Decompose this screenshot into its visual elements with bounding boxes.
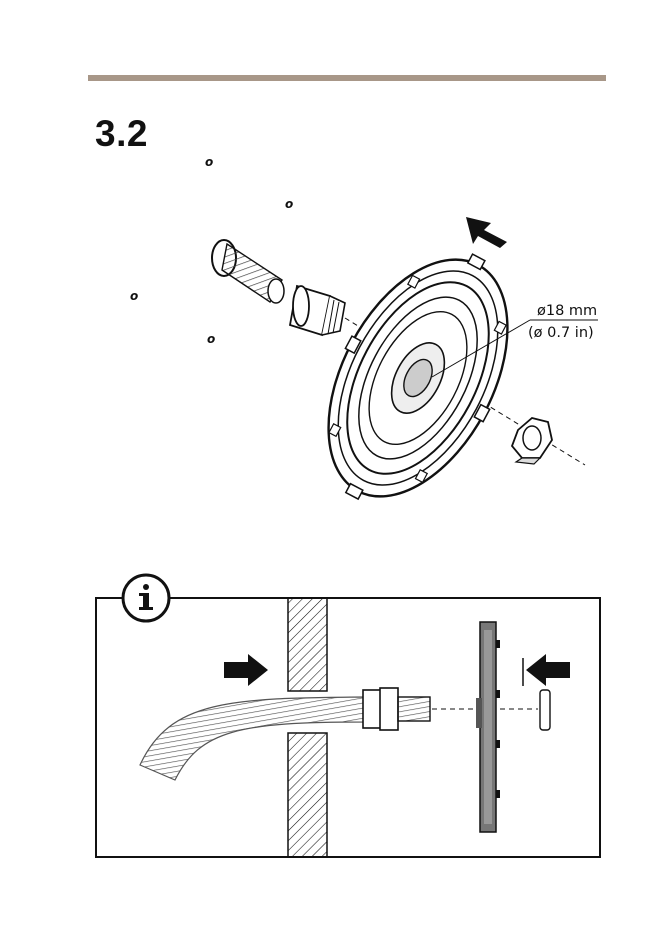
mount-plate bbox=[286, 222, 550, 534]
mount-plate-side bbox=[476, 622, 500, 832]
hex-nut bbox=[512, 418, 552, 464]
arrow-left-icon bbox=[523, 654, 570, 686]
info-frame bbox=[96, 598, 600, 857]
wall-section-lower bbox=[288, 733, 327, 857]
direction-arrow-icon bbox=[466, 217, 507, 248]
cable-gland-side bbox=[363, 688, 430, 730]
hex-nut-side bbox=[540, 690, 550, 730]
wall-section-upper bbox=[288, 598, 327, 691]
info-icon bbox=[123, 575, 169, 621]
arrow-right-icon bbox=[224, 654, 268, 686]
cable-gland bbox=[290, 286, 345, 335]
conduit-pipe bbox=[212, 240, 284, 303]
flexible-conduit bbox=[140, 697, 365, 780]
mounting-illustration bbox=[0, 0, 662, 560]
